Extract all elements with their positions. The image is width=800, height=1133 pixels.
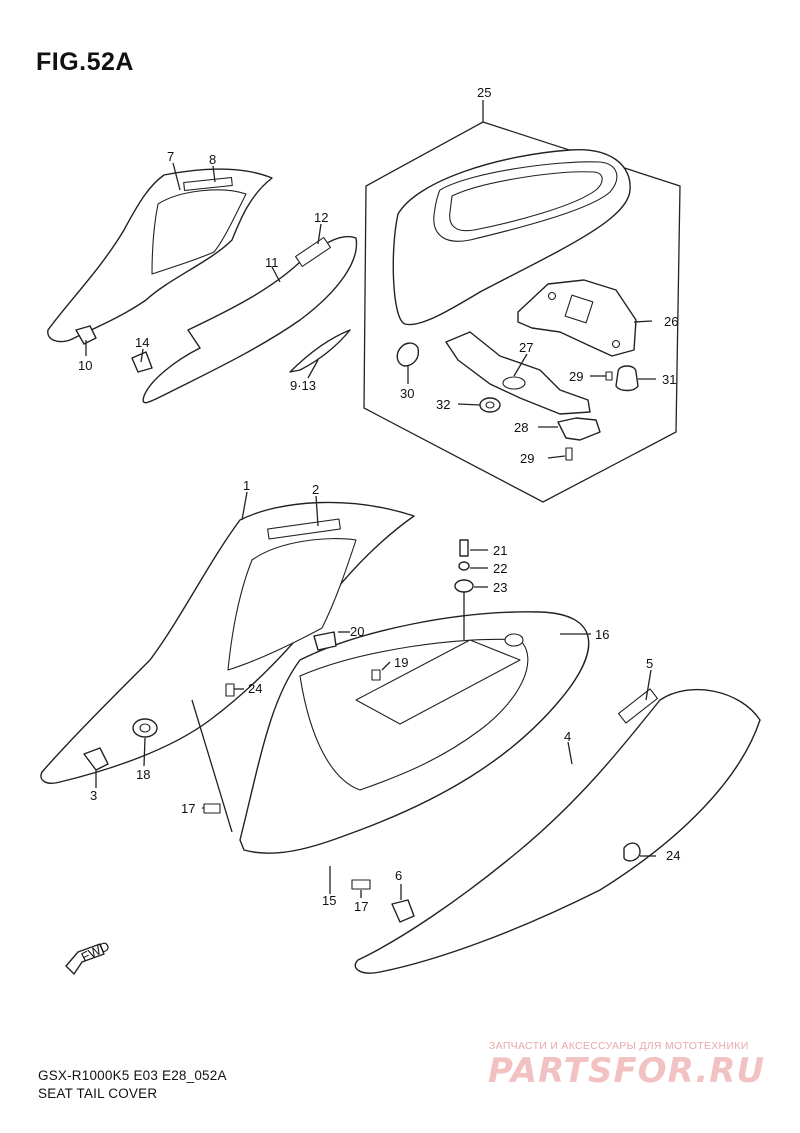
label-part-24-lower: 24 xyxy=(666,848,680,863)
small-parts-tail xyxy=(203,539,641,923)
small-parts-seat xyxy=(396,342,639,461)
label-part-5: 5 xyxy=(646,656,653,671)
cover-11-shape xyxy=(142,236,358,404)
part-number-labels: 25 7 8 12 11 26 14 27 10 29 31 9·13 30 3… xyxy=(78,85,680,914)
clips-3-18 xyxy=(83,718,158,771)
bracket-26-shape xyxy=(517,279,637,357)
label-part-25: 25 xyxy=(477,85,491,100)
label-part-26: 26 xyxy=(664,314,678,329)
label-part-28: 28 xyxy=(514,420,528,435)
figure-title: FIG.52A xyxy=(36,48,134,76)
label-part-30: 30 xyxy=(400,386,414,401)
part-9-13-shape xyxy=(289,329,351,373)
label-part-29-lower: 29 xyxy=(520,451,534,466)
label-part-8: 8 xyxy=(209,152,216,167)
label-part-29-upper: 29 xyxy=(569,369,583,384)
label-part-24-upper: 24 xyxy=(248,681,262,696)
label-part-21: 21 xyxy=(493,543,507,558)
label-part-16: 16 xyxy=(595,627,609,642)
section-name: SEAT TAIL COVER xyxy=(38,1086,158,1101)
model-code: GSX-R1000K5 E03 E28_052A xyxy=(38,1068,227,1083)
label-part-23: 23 xyxy=(493,580,507,595)
label-part-15: 15 xyxy=(322,893,336,908)
part-25-frame xyxy=(363,100,681,503)
fwd-arrow: FWD xyxy=(65,938,112,975)
leader-lines xyxy=(85,162,656,900)
cover-1-shape xyxy=(40,501,415,784)
seat-cowl-shape xyxy=(392,149,631,326)
label-part-32: 32 xyxy=(436,397,450,412)
watermark-caption: ЗАПЧАСТИ И АКСЕССУАРЫ ДЛЯ МОТОТЕХНИКИ xyxy=(489,1040,749,1052)
label-part-22: 22 xyxy=(493,561,507,576)
label-part-2: 2 xyxy=(312,482,319,497)
cover-4-shape xyxy=(354,688,761,974)
label-part-10: 10 xyxy=(78,358,92,373)
label-part-6: 6 xyxy=(395,868,402,883)
fwd-arrow-label: FWD xyxy=(79,938,112,964)
label-part-27: 27 xyxy=(519,340,533,355)
label-part-11: 11 xyxy=(265,255,279,270)
label-part-4: 4 xyxy=(564,729,571,744)
label-part-31: 31 xyxy=(662,372,676,387)
watermark-logo: PARTSFOR.RU xyxy=(488,1051,766,1091)
clips-10-14 xyxy=(75,325,153,373)
label-part-3: 3 xyxy=(90,788,97,803)
label-part-7: 7 xyxy=(167,149,174,164)
label-part-9-13: 9·13 xyxy=(290,378,316,393)
label-part-18: 18 xyxy=(136,767,150,782)
label-part-17-left: 17 xyxy=(181,801,195,816)
label-part-20: 20 xyxy=(350,624,364,639)
label-part-14: 14 xyxy=(135,335,149,350)
label-part-12: 12 xyxy=(314,210,328,225)
bracket-27-shape xyxy=(445,331,591,415)
label-part-1: 1 xyxy=(243,478,250,493)
tail-cover-15-16-shape xyxy=(239,611,590,854)
label-part-17-bottom: 17 xyxy=(354,899,368,914)
label-part-19: 19 xyxy=(394,655,408,670)
